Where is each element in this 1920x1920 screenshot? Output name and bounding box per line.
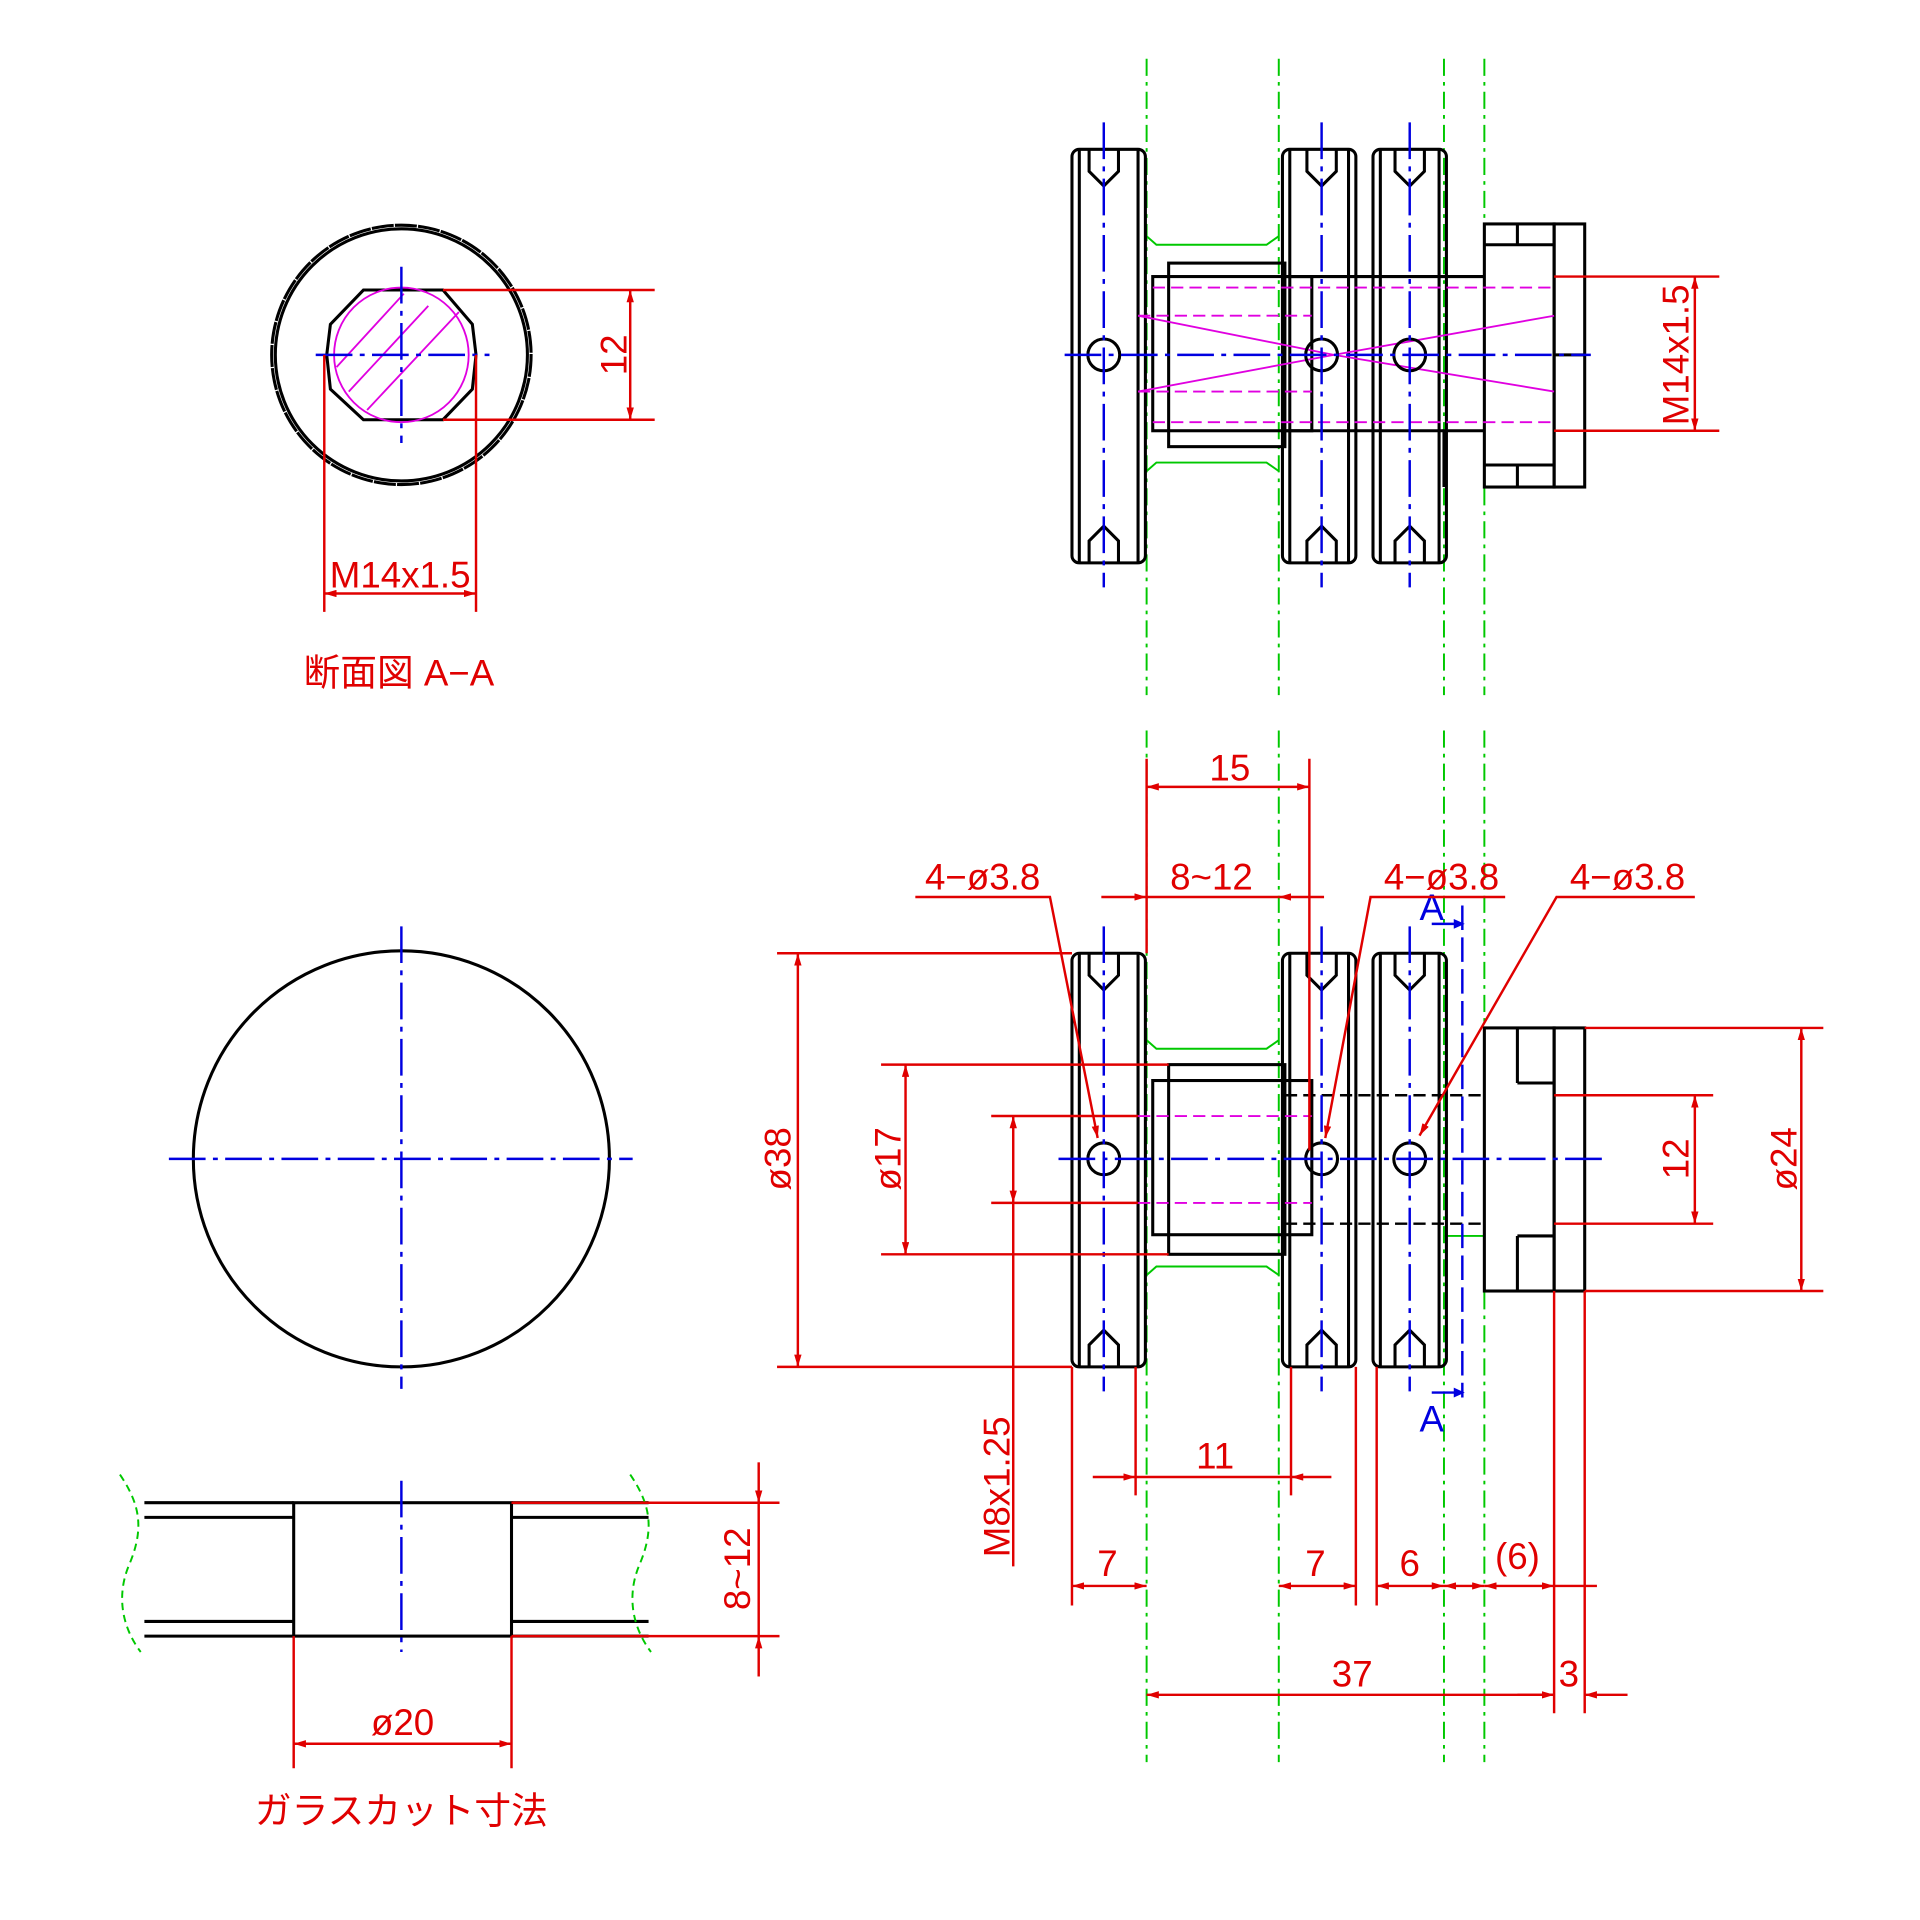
hole-dia-label: ø20 [371,1702,434,1743]
dim-15-label: 15 [1209,748,1250,789]
section-mark-a [1431,905,1465,1398]
dim-6-label: 6 [1400,1543,1420,1584]
dia-17-label: ø17 [868,1127,909,1190]
front-view [168,926,633,1389]
dia-24-label: ø24 [1763,1127,1804,1190]
section-view-a-a: 12 M14x1.5 断面図 A−A [270,223,655,693]
centerlines [1064,122,1591,588]
centerlines [1058,926,1606,1392]
outer-disc-inner-outline [273,227,529,483]
dim-dia-38 [777,952,1072,1369]
dia-38-label: ø38 [758,1127,799,1190]
hole-callout-mid: 4−ø3.8 [1384,857,1499,898]
glass-lines [1145,58,1486,696]
break-line-right [629,1474,652,1653]
dim-11 [1092,1366,1332,1496]
thread-m8-label: M8x1.25 [977,1416,1018,1557]
thread-label-top: M14x1.5 [1656,284,1697,425]
dim-7b-label: 7 [1305,1543,1325,1584]
section-title: 断面図 A−A [304,652,495,693]
dim-chain [1070,1291,1628,1714]
hole-callout-left: 4−ø3.8 [925,857,1040,898]
dim-dia-17 [881,1063,1169,1256]
dim-m14 [323,354,478,612]
shaft [1151,261,1485,488]
dim-m14-top [1554,275,1720,432]
hole-callout-right: 4−ø3.8 [1570,857,1685,898]
dim-flat-12 [1554,1093,1714,1225]
dim-12 [442,288,655,421]
section-mark-bottom: A [1419,1399,1444,1440]
glass-plates [144,1501,649,1638]
hidden-lines [1284,1093,1485,1225]
outer-disc-outline [270,223,533,487]
top-assembly-view: M14x1.5 [1064,58,1720,696]
dim-15 [1145,758,1311,1151]
dim-6ref-label: (6) [1495,1536,1540,1577]
glass-gasket [1145,1039,1485,1276]
dim-glass-label: 8~12 [1170,857,1253,898]
glass-cut-view: 8~12 ø20 ガラスカット寸法 [119,1462,780,1831]
dim-thickness [511,1462,780,1677]
thread-label: M14x1.5 [330,554,471,595]
thread-lines [1138,1115,1312,1204]
dim-m8 [991,1114,1139,1567]
dim-12-label: 12 [594,334,635,375]
main-assembly-view: A A 15 8~12 4−ø3.8 4−ø3.8 4−ø3.8 ø38 [758,730,1824,1763]
glass-gasket [1145,235,1280,472]
dim-dia-24 [1584,1026,1824,1293]
dim-11-label: 11 [1196,1435,1234,1476]
dim-3-label: 3 [1559,1653,1579,1694]
dim-hole [292,1636,513,1769]
dim-7a-label: 7 [1097,1543,1117,1584]
hole-leaders [915,895,1695,1139]
break-line-left [119,1474,142,1653]
glass-cut-title: ガラスカット寸法 [255,1790,548,1831]
dim-37-label: 37 [1332,1653,1373,1694]
flat-12-label: 12 [1656,1138,1697,1179]
glass-thickness-label: 8~12 [717,1527,758,1610]
section-hatch [335,293,460,411]
section-mark-top: A [1419,887,1444,928]
